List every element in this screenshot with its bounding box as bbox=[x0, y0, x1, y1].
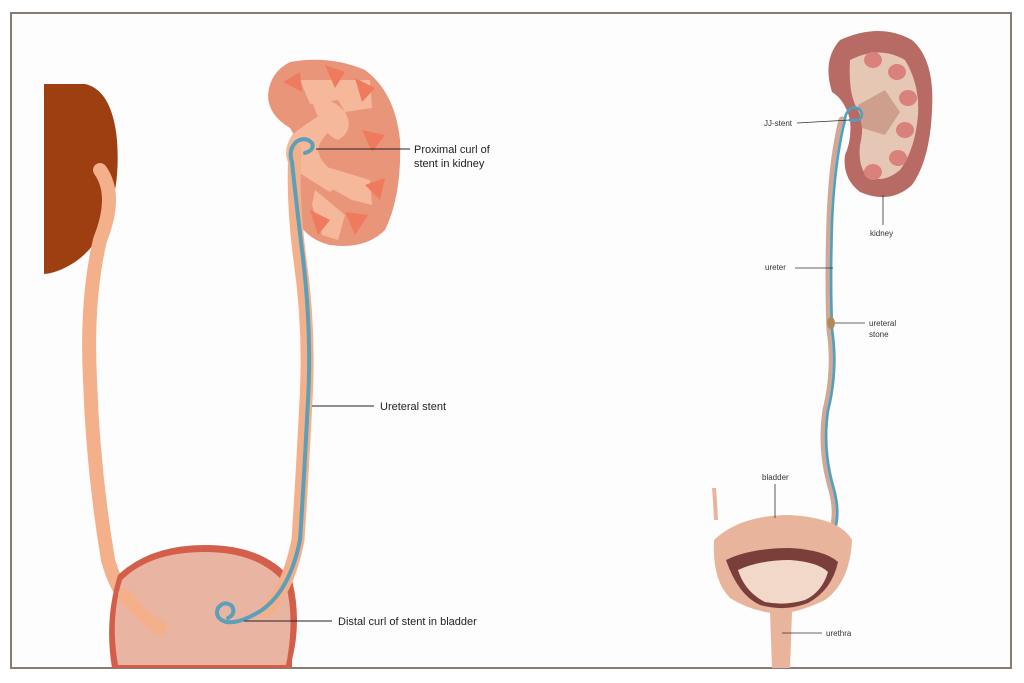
urethra-right bbox=[770, 612, 792, 668]
label-bladder: bladder bbox=[762, 472, 789, 483]
calyx bbox=[864, 52, 882, 68]
label-ureteral-stone: ureteral stone bbox=[869, 318, 896, 340]
ureteral-stone bbox=[827, 317, 835, 329]
label-distal-curl: Distal curl of stent in bladder bbox=[338, 615, 477, 629]
calyx bbox=[864, 164, 882, 180]
label-kidney: kidney bbox=[870, 228, 893, 239]
label-ureteral-stent: Ureteral stent bbox=[380, 400, 446, 414]
right-kidney-left-diagram bbox=[268, 60, 400, 246]
calyx bbox=[896, 122, 914, 138]
label-ureter: ureter bbox=[765, 262, 786, 273]
label-urethra: urethra bbox=[826, 628, 851, 639]
label-proximal-curl: Proximal curl of stent in kidney bbox=[414, 143, 490, 171]
calyx bbox=[888, 64, 906, 80]
label-jj-stent: JJ-stent bbox=[764, 118, 792, 129]
right-kidney bbox=[828, 31, 932, 197]
calyx bbox=[899, 90, 917, 106]
calyx bbox=[889, 150, 907, 166]
